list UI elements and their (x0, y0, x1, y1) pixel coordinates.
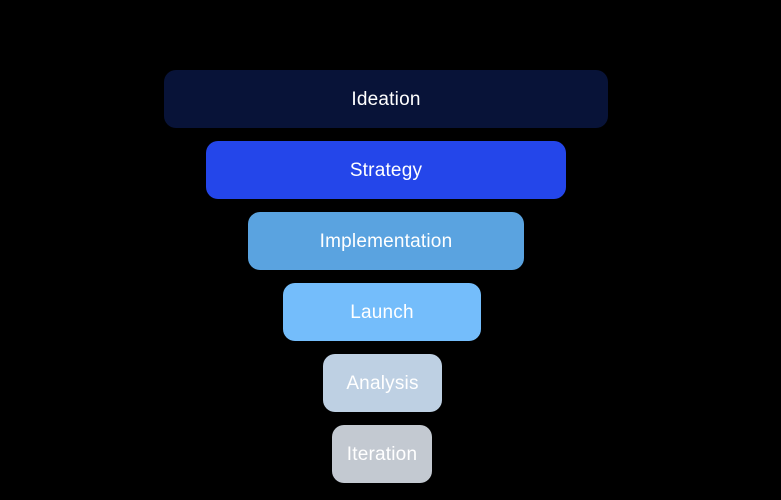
funnel-stage-analysis[interactable]: Analysis (323, 354, 442, 412)
funnel-stage-ideation[interactable]: Ideation (164, 70, 608, 128)
funnel-stage-iteration[interactable]: Iteration (332, 425, 432, 483)
funnel-stage-label: Implementation (319, 230, 453, 252)
funnel-stage-label: Analysis (346, 372, 419, 394)
funnel-stage-implementation[interactable]: Implementation (248, 212, 524, 270)
funnel-stage-label: Strategy (349, 159, 423, 181)
funnel-stage-label: Iteration (346, 443, 418, 465)
funnel-stage-strategy[interactable]: Strategy (206, 141, 566, 199)
funnel-stage-label: Launch (350, 301, 414, 323)
funnel-stage-launch[interactable]: Launch (283, 283, 481, 341)
funnel-stage-label: Ideation (351, 88, 421, 110)
